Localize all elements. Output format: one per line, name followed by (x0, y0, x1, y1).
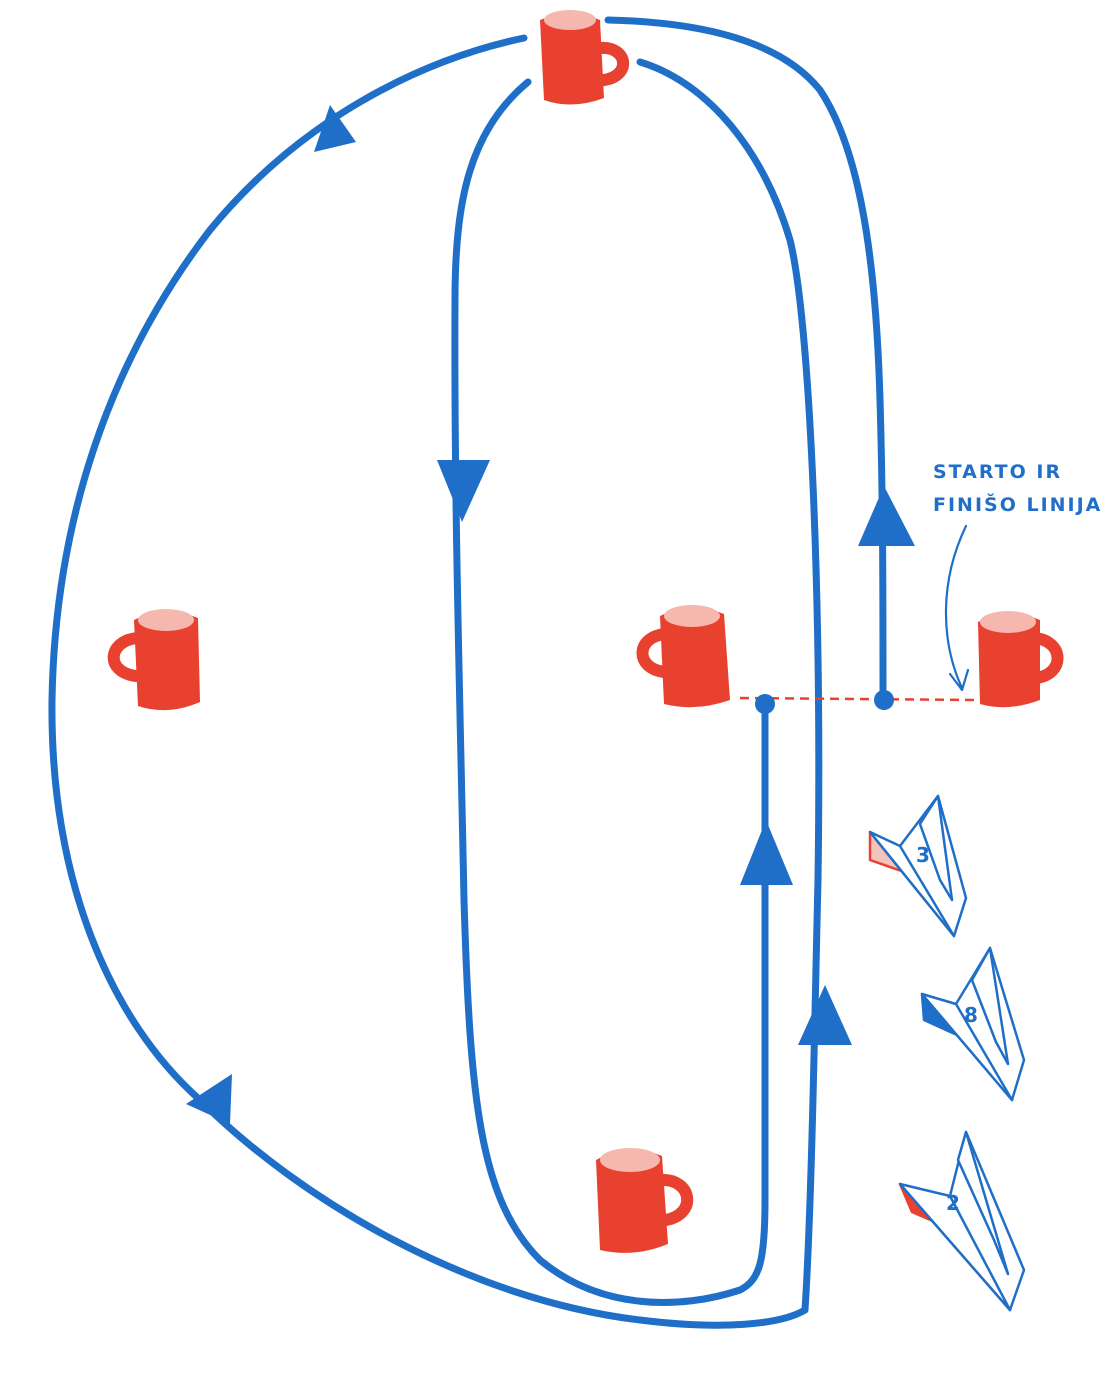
track-inner-loop (451, 78, 769, 1306)
direction-arrow-inner-down (437, 460, 490, 522)
paper-boat-8: 8 (920, 946, 1026, 1102)
direction-arrow-outer-up (798, 985, 852, 1045)
start-dot-left (755, 694, 775, 714)
direction-arrow-inner-up (740, 820, 793, 885)
direction-arrow-right-up (858, 486, 915, 546)
label-pointer-arrow (944, 524, 968, 690)
boat-8-number: 8 (964, 1003, 978, 1027)
paper-boat-2: 2 (898, 1130, 1026, 1312)
start-finish-label-line2: FINIŠO LINIJA (933, 492, 1102, 516)
mug-top (540, 10, 629, 105)
boat-2-number: 2 (946, 1191, 960, 1215)
label-pointer-arrowhead (948, 668, 970, 692)
mug-center (636, 605, 730, 708)
boat-3-number: 3 (916, 843, 930, 867)
track-outer-loop (48, 34, 823, 1329)
start-dot-right (874, 690, 894, 710)
start-finish-line (739, 696, 976, 702)
direction-arrow-bottom-left (186, 1074, 232, 1124)
direction-arrow-top-left (314, 105, 356, 152)
paper-boat-3: 3 (868, 794, 968, 938)
mug-right (978, 611, 1064, 708)
mug-left (107, 609, 200, 711)
track-right-return (604, 16, 887, 704)
start-finish-label-line1: STARTO IR (933, 461, 1062, 483)
mug-bottom (596, 1148, 694, 1253)
